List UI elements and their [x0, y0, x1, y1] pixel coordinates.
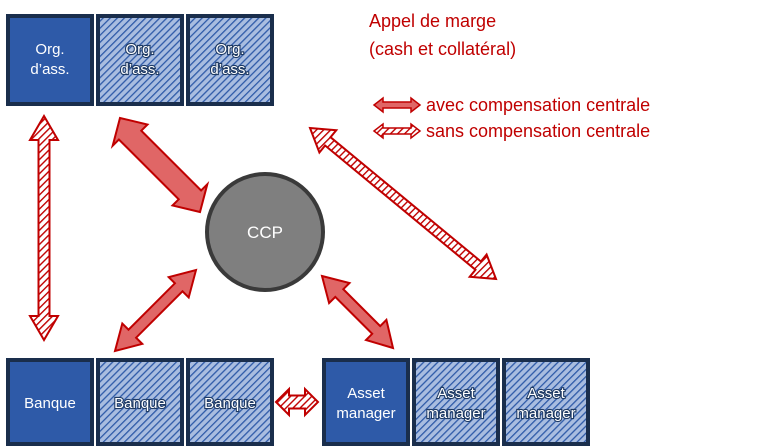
- bank-box-label: Banque: [24, 395, 76, 412]
- asset-manager-box-solid: Asset manager: [322, 358, 410, 446]
- insurer-box-hatched: Org. d’ass.: [186, 14, 274, 106]
- ccp-node: CCP: [205, 172, 325, 292]
- bilateral-arrow-insurer-asset-manager: [308, 126, 498, 281]
- insurer-box-label-1: Org.: [215, 41, 244, 58]
- diagram-title-line-2: (cash et collatéral): [369, 39, 516, 59]
- asset-manager-box-label-2: manager: [336, 405, 395, 422]
- asset-manager-box-hatched: Asset manager: [412, 358, 500, 446]
- asset-manager-box-label-2: manager: [516, 405, 575, 422]
- bilateral-arrow-insurer-bank: [28, 114, 60, 342]
- asset-manager-box-label-2: manager: [426, 405, 485, 422]
- insurer-box-label-2: d’ass.: [30, 61, 69, 78]
- cleared-arrow-ccp-asset-manager: [320, 274, 395, 350]
- legend-label-cleared: avec compensation centrale: [426, 95, 650, 115]
- legend-label-uncleared: sans compensation centrale: [426, 121, 650, 141]
- asset-manager-box-label-1: Asset: [347, 385, 385, 402]
- asset-manager-box-hatched: Asset manager: [502, 358, 590, 446]
- insurer-box-hatched: Org. d’ass.: [96, 14, 184, 106]
- bank-box-label: Banque: [114, 395, 166, 412]
- bank-box-hatched: Banque: [96, 358, 184, 446]
- bank-box-label: Banque: [204, 395, 256, 412]
- bank-box-solid: Banque: [6, 358, 94, 446]
- insurer-box-label-2: d’ass.: [120, 61, 159, 78]
- insurer-box-label-1: Org.: [125, 41, 154, 58]
- bank-box-hatched: Banque: [186, 358, 274, 446]
- legend-solid-arrow-icon: [372, 96, 422, 114]
- insurer-box-label-2: d’ass.: [210, 61, 249, 78]
- bilateral-arrow-bank-asset-manager: [274, 386, 320, 418]
- insurer-box-label-1: Org.: [35, 41, 64, 58]
- cleared-arrow-insurer-ccp: [110, 116, 210, 214]
- insurer-box-solid: Org. d’ass.: [6, 14, 94, 106]
- legend-hatched-arrow-icon: [372, 122, 422, 140]
- ccp-label: CCP: [247, 223, 283, 242]
- asset-manager-box-label-1: Asset: [437, 385, 475, 402]
- cleared-arrow-ccp-bank: [113, 268, 198, 353]
- diagram-title-line-1: Appel de marge: [369, 11, 496, 31]
- asset-manager-box-label-1: Asset: [527, 385, 565, 402]
